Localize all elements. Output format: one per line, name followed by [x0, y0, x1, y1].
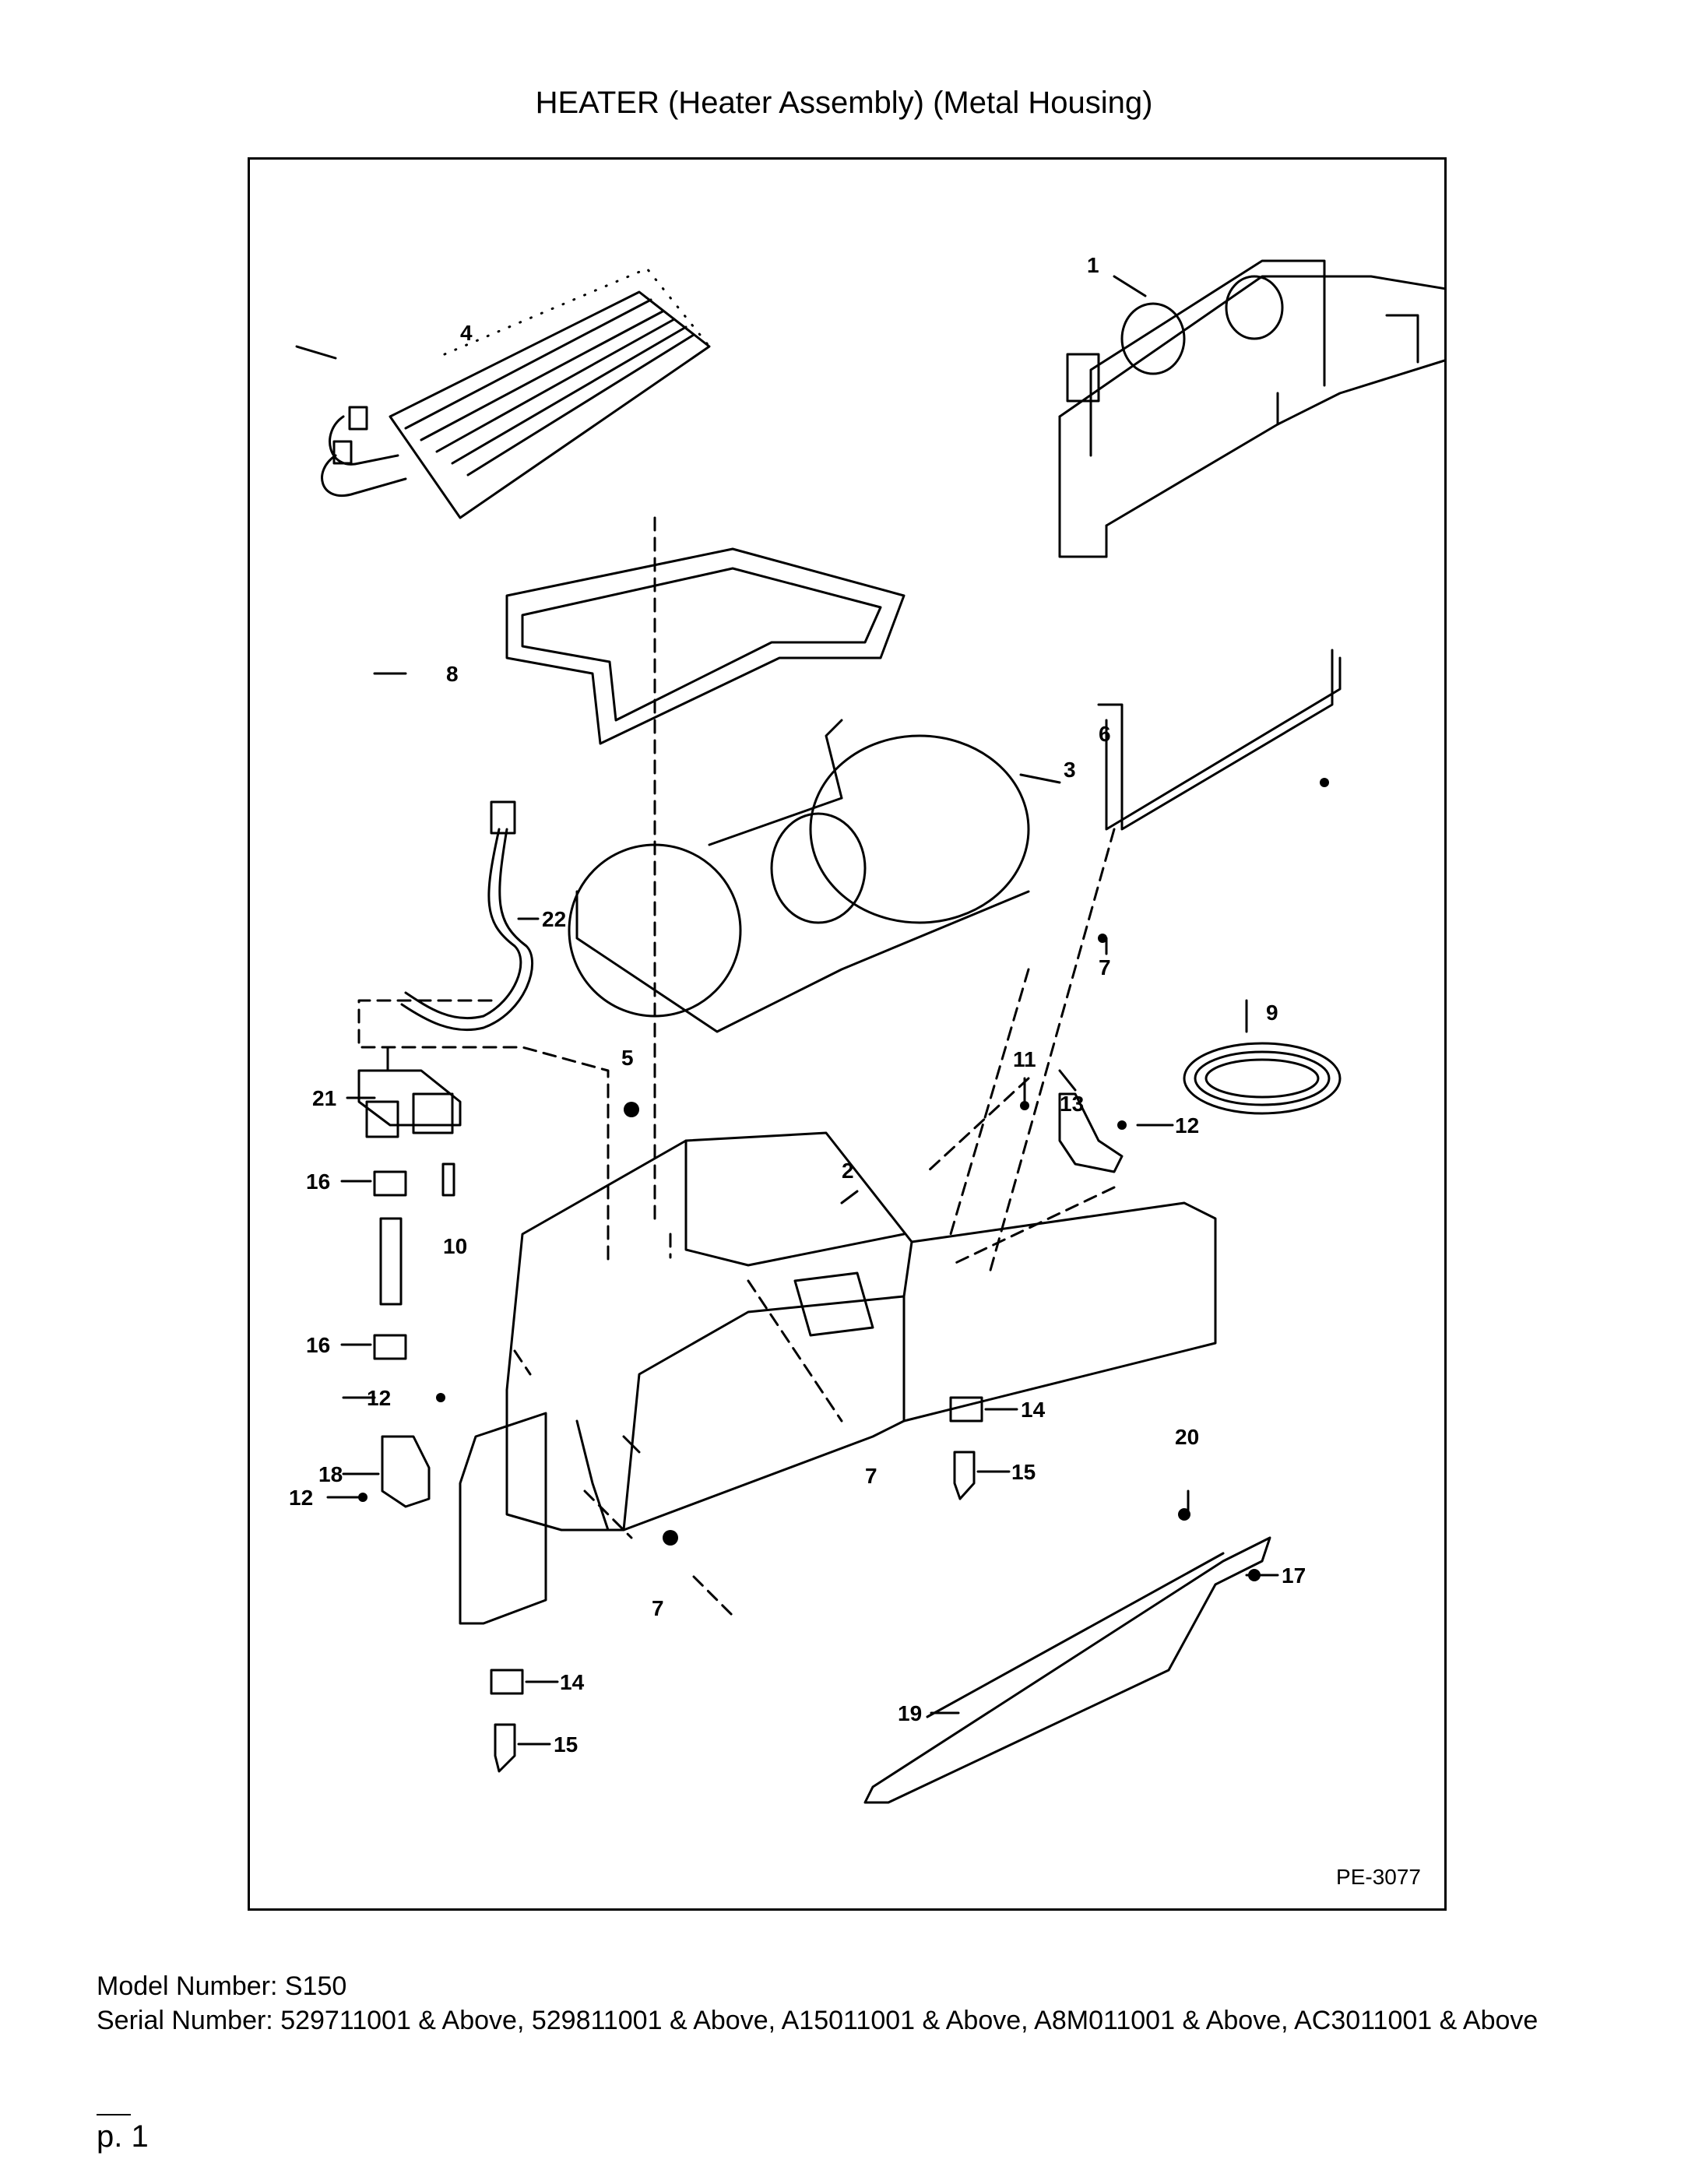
callout-21: 21: [312, 1086, 336, 1110]
leader-line: [517, 1408, 1018, 1746]
callout-19: 19: [898, 1701, 922, 1725]
callout-18: 18: [318, 1462, 343, 1486]
separator-dash: [97, 2114, 131, 2115]
part-housing: [505, 1131, 1217, 1532]
diagram-code: PE-3077: [1336, 1865, 1421, 1889]
page-title: HEATER (Heater Assembly) (Metal Housing): [535, 86, 1153, 120]
callout-3: 3: [1064, 758, 1076, 782]
part-clamps: [373, 1162, 455, 1360]
callout-10: 10: [443, 1234, 467, 1258]
callouts: 1 2 3 4 5 6 7 7 7 8 9 10 11 12 12 12 13 …: [289, 253, 1306, 1757]
leader-line: [295, 345, 337, 360]
callout-16-bottom: 16: [306, 1333, 330, 1357]
leader-line: [340, 1180, 372, 1346]
part-valve: [357, 1069, 462, 1138]
leader-line: [1113, 275, 1147, 297]
callout-8: 8: [446, 662, 459, 686]
callout-14-right: 14: [1021, 1398, 1046, 1422]
callout-5: 5: [621, 1046, 634, 1070]
part-cover: [863, 1536, 1271, 1804]
callout-1: 1: [1087, 253, 1099, 277]
part-heater-core: [321, 267, 711, 519]
page-number: p. 1: [97, 2119, 149, 2154]
callout-7-low: 7: [652, 1596, 664, 1620]
callout-11: 11: [1013, 1047, 1036, 1071]
serial-number: Serial Number: 529711001 & Above, 529811…: [97, 2006, 1539, 2035]
callout-13: 13: [1060, 1092, 1084, 1116]
leader-line: [1058, 1069, 1077, 1092]
part-side-panel: [459, 1412, 547, 1625]
hardware-dots: [358, 778, 1329, 1581]
part-cover-edge: [926, 1552, 1225, 1718]
callout-15-right: 15: [1011, 1460, 1036, 1484]
part-hose: [400, 800, 534, 1032]
leader-line: [326, 937, 1279, 1577]
part-gasket-frame: [505, 547, 906, 745]
diagram-frame: 1 2 3 4 5 6 7 7 7 8 9 10 11 12 12 12 13 …: [248, 157, 1447, 1911]
callout-17: 17: [1282, 1563, 1306, 1588]
callout-20: 20: [1175, 1425, 1199, 1449]
part-side-bracket: [381, 1435, 431, 1508]
part-coil-seal: [1183, 1042, 1342, 1115]
assembly-guides: [357, 516, 1116, 1617]
callout-7-mid: 7: [865, 1464, 877, 1488]
part-heater-assembly: [1058, 259, 1444, 558]
model-number: Model Number: S150: [97, 1971, 347, 2001]
callout-12-mid: 12: [367, 1386, 391, 1410]
callout-7-top: 7: [1099, 955, 1111, 979]
exploded-parts-diagram: 1 2 3 4 5 6 7 7 7 8 9 10 11 12 12 12 13 …: [289, 253, 1444, 1804]
callout-6: 6: [1099, 722, 1111, 746]
part-fittings: [490, 1396, 983, 1773]
callout-12-left: 12: [289, 1486, 313, 1510]
part-blower: [568, 719, 1030, 1033]
callout-22: 22: [542, 907, 566, 931]
leader-line: [1019, 773, 1061, 784]
callout-2: 2: [842, 1159, 854, 1183]
callout-16-top: 16: [306, 1169, 330, 1194]
callout-14-left: 14: [560, 1670, 585, 1694]
callout-9: 9: [1266, 1001, 1278, 1025]
callout-15-left: 15: [554, 1732, 578, 1757]
callout-12-right: 12: [1175, 1113, 1199, 1138]
callout-4: 4: [460, 321, 473, 345]
part-bracket: [1097, 649, 1342, 831]
leader-line: [840, 1190, 859, 1205]
part-small-bracket: [1058, 1092, 1124, 1173]
